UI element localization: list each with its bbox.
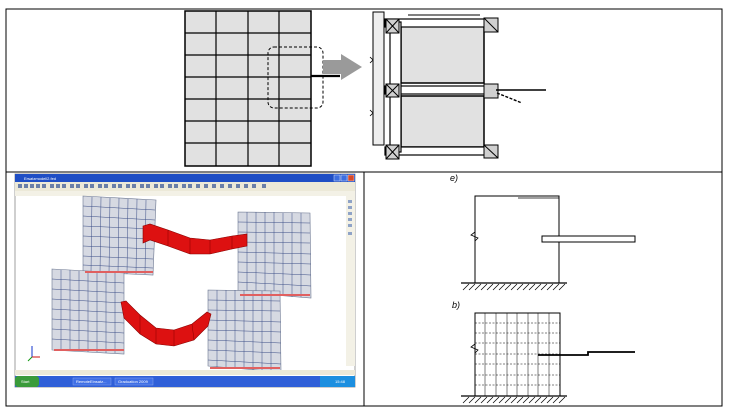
taskbar-item-1-label: RemoteEinsatz... bbox=[76, 379, 106, 384]
taskbar bbox=[15, 376, 355, 387]
deformed-beam-upper bbox=[142, 223, 248, 255]
system-tray bbox=[320, 376, 355, 387]
deformed-beam-lower bbox=[120, 300, 212, 347]
top-wall-grid bbox=[184, 10, 312, 167]
window-titlebar bbox=[15, 174, 355, 182]
taskbar-item-2[interactable] bbox=[114, 377, 154, 386]
right-toolbar[interactable] bbox=[346, 196, 355, 366]
status-bar bbox=[15, 370, 355, 375]
window-toolbar-2[interactable] bbox=[15, 191, 355, 196]
window-title: Ersatzmodell2.fed bbox=[24, 176, 56, 181]
connection-detail bbox=[369, 11, 546, 160]
taskbar-item-1[interactable] bbox=[72, 377, 112, 386]
taskbar-clock: 15:48 bbox=[335, 379, 346, 384]
figure-frame bbox=[5, 8, 723, 407]
detail-callout-box bbox=[267, 46, 324, 109]
taskbar-item-2-label: Graduation 2009 bbox=[118, 379, 149, 384]
frame-schematic-e bbox=[461, 195, 636, 291]
window-controls[interactable] bbox=[333, 174, 355, 182]
panel-e-label: e) bbox=[450, 173, 458, 183]
mesh-schematic-b bbox=[461, 312, 635, 404]
axis-triad-icon bbox=[27, 346, 40, 362]
software-screenshot: Ersatzmodell2.fed bbox=[14, 173, 356, 388]
panel-b-label: b) bbox=[452, 300, 460, 310]
toolbar-icons[interactable] bbox=[18, 184, 266, 188]
start-button[interactable] bbox=[15, 376, 39, 387]
detail-arrow-icon bbox=[323, 54, 362, 80]
start-button-label: Start bbox=[21, 379, 30, 384]
model-upper bbox=[82, 195, 312, 299]
support-markers bbox=[54, 271, 310, 369]
